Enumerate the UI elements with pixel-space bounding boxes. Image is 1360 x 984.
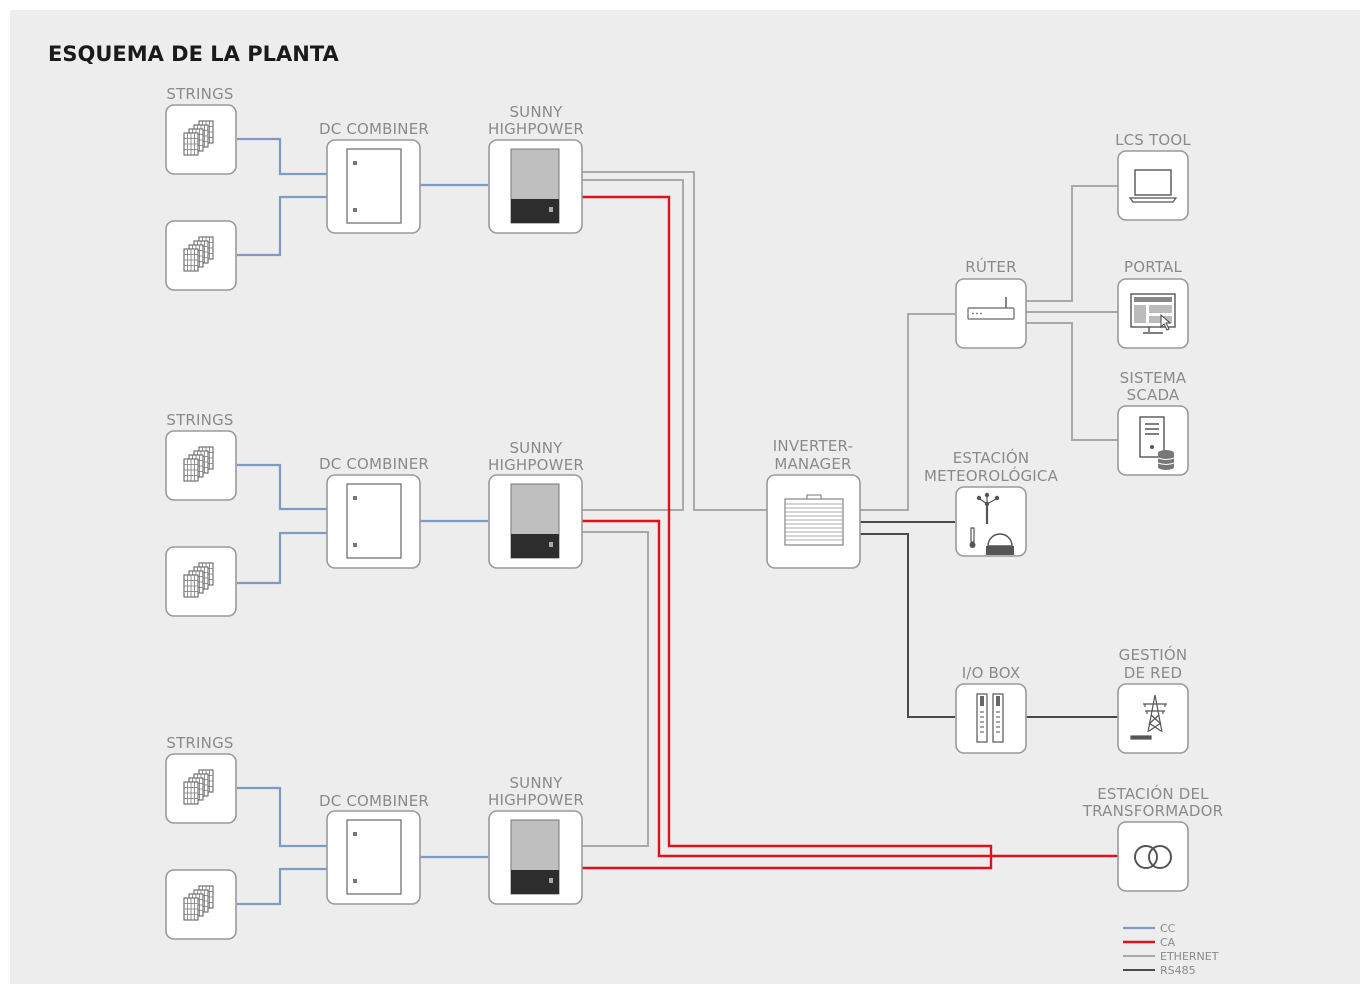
router-icon	[967, 297, 1015, 320]
legend-label-ethernet: ETHERNET	[1160, 950, 1219, 963]
grid-label-b: DE RED	[1124, 664, 1182, 682]
inverter-icon	[510, 819, 560, 895]
sunny-highpower-box-3[interactable]	[488, 810, 583, 905]
dc-combiner-box-1[interactable]	[326, 139, 421, 234]
combiner-icon	[346, 483, 402, 559]
transformer-icon	[1134, 845, 1172, 869]
legend-label-rs485: RS485	[1160, 964, 1196, 977]
sunny-highpower-box-1[interactable]	[488, 139, 583, 234]
router-box[interactable]	[955, 278, 1027, 349]
weather-station-icon	[969, 492, 1014, 555]
portal-box[interactable]	[1117, 278, 1189, 349]
transformer-box[interactable]	[1117, 821, 1189, 892]
meteo-label-b: METEOROLÓGICA	[924, 466, 1059, 485]
sunny-label-3a: SUNNY	[509, 774, 563, 792]
web-portal-icon	[1130, 293, 1176, 334]
sunny-label-2b: HIGHPOWER	[488, 456, 584, 474]
combiner-icon	[346, 819, 402, 895]
io-module-icon	[976, 693, 1004, 743]
scada-label-b: SCADA	[1127, 386, 1180, 404]
inverter-manager-label-b: MANAGER	[774, 455, 851, 473]
grid-label-a: GESTIÓN	[1119, 645, 1188, 664]
strings-box-3b[interactable]	[165, 869, 237, 940]
strings-box-2b[interactable]	[165, 546, 237, 617]
transformer-label-a: ESTACIÓN DEL	[1097, 784, 1209, 803]
sunny-label-1a: SUNNY	[509, 103, 563, 121]
meteo-label-a: ESTACIÓN	[953, 448, 1030, 467]
plant-diagram-canvas: ESQUEMA DE LA PLANTA STRINGS	[10, 10, 1360, 984]
legend-label-cc: CC	[1160, 922, 1176, 935]
meteo-station-box[interactable]	[955, 486, 1027, 557]
combiner-icon	[346, 148, 402, 224]
sunny-highpower-box-2[interactable]	[488, 474, 583, 569]
grid-management-box[interactable]	[1117, 683, 1189, 754]
sunny-label-2a: SUNNY	[509, 439, 563, 457]
strings-label-3: STRINGS	[166, 734, 233, 752]
ca-lines	[582, 195, 1118, 870]
scada-label-a: SISTEMA	[1120, 369, 1187, 387]
dc-combiner-label-2: DC COMBINER	[319, 455, 429, 473]
sunny-label-1b: HIGHPOWER	[488, 120, 584, 138]
legend: CC CA ETHERNET RS485	[1123, 922, 1219, 977]
lcs-tool-label: LCS TOOL	[1115, 131, 1191, 149]
rs485-lines	[860, 521, 1118, 718]
transformer-label-b: TRANSFORMADOR	[1082, 802, 1223, 820]
sunny-label-3b: HIGHPOWER	[488, 791, 584, 809]
portal-label: PORTAL	[1124, 258, 1182, 276]
cc-lines	[237, 137, 488, 906]
dc-combiner-label-3: DC COMBINER	[319, 792, 429, 810]
strings-box-1b[interactable]	[165, 220, 237, 291]
dc-combiner-box-2[interactable]	[326, 474, 421, 569]
plant-diagram: ESQUEMA DE LA PLANTA STRINGS	[48, 42, 1223, 977]
lcs-tool-box[interactable]	[1117, 150, 1189, 221]
laptop-icon	[1128, 169, 1178, 203]
io-box[interactable]	[955, 683, 1027, 754]
diagram-title: ESQUEMA DE LA PLANTA	[48, 42, 340, 66]
inverter-manager-box[interactable]	[766, 474, 861, 569]
dc-combiner-label-1: DC COMBINER	[319, 120, 429, 138]
scada-box[interactable]	[1117, 405, 1189, 476]
legend-label-ca: CA	[1160, 936, 1176, 949]
strings-box-3a[interactable]	[165, 753, 237, 824]
inverter-manager-icon	[784, 494, 844, 546]
strings-box-1a[interactable]	[165, 104, 237, 175]
dc-combiner-box-3[interactable]	[326, 810, 421, 905]
strings-label-1: STRINGS	[166, 85, 233, 103]
strings-label-2: STRINGS	[166, 411, 233, 429]
router-label: RÚTER	[965, 257, 1016, 276]
power-tower-icon	[1130, 694, 1167, 740]
io-box-label: I/O BOX	[962, 664, 1021, 682]
strings-box-2a[interactable]	[165, 430, 237, 501]
server-database-icon	[1139, 416, 1175, 470]
inverter-icon	[510, 483, 560, 559]
ethernet-lines	[582, 171, 1118, 847]
inverter-manager-label-a: INVERTER-	[773, 437, 853, 455]
inverter-icon	[510, 148, 560, 224]
